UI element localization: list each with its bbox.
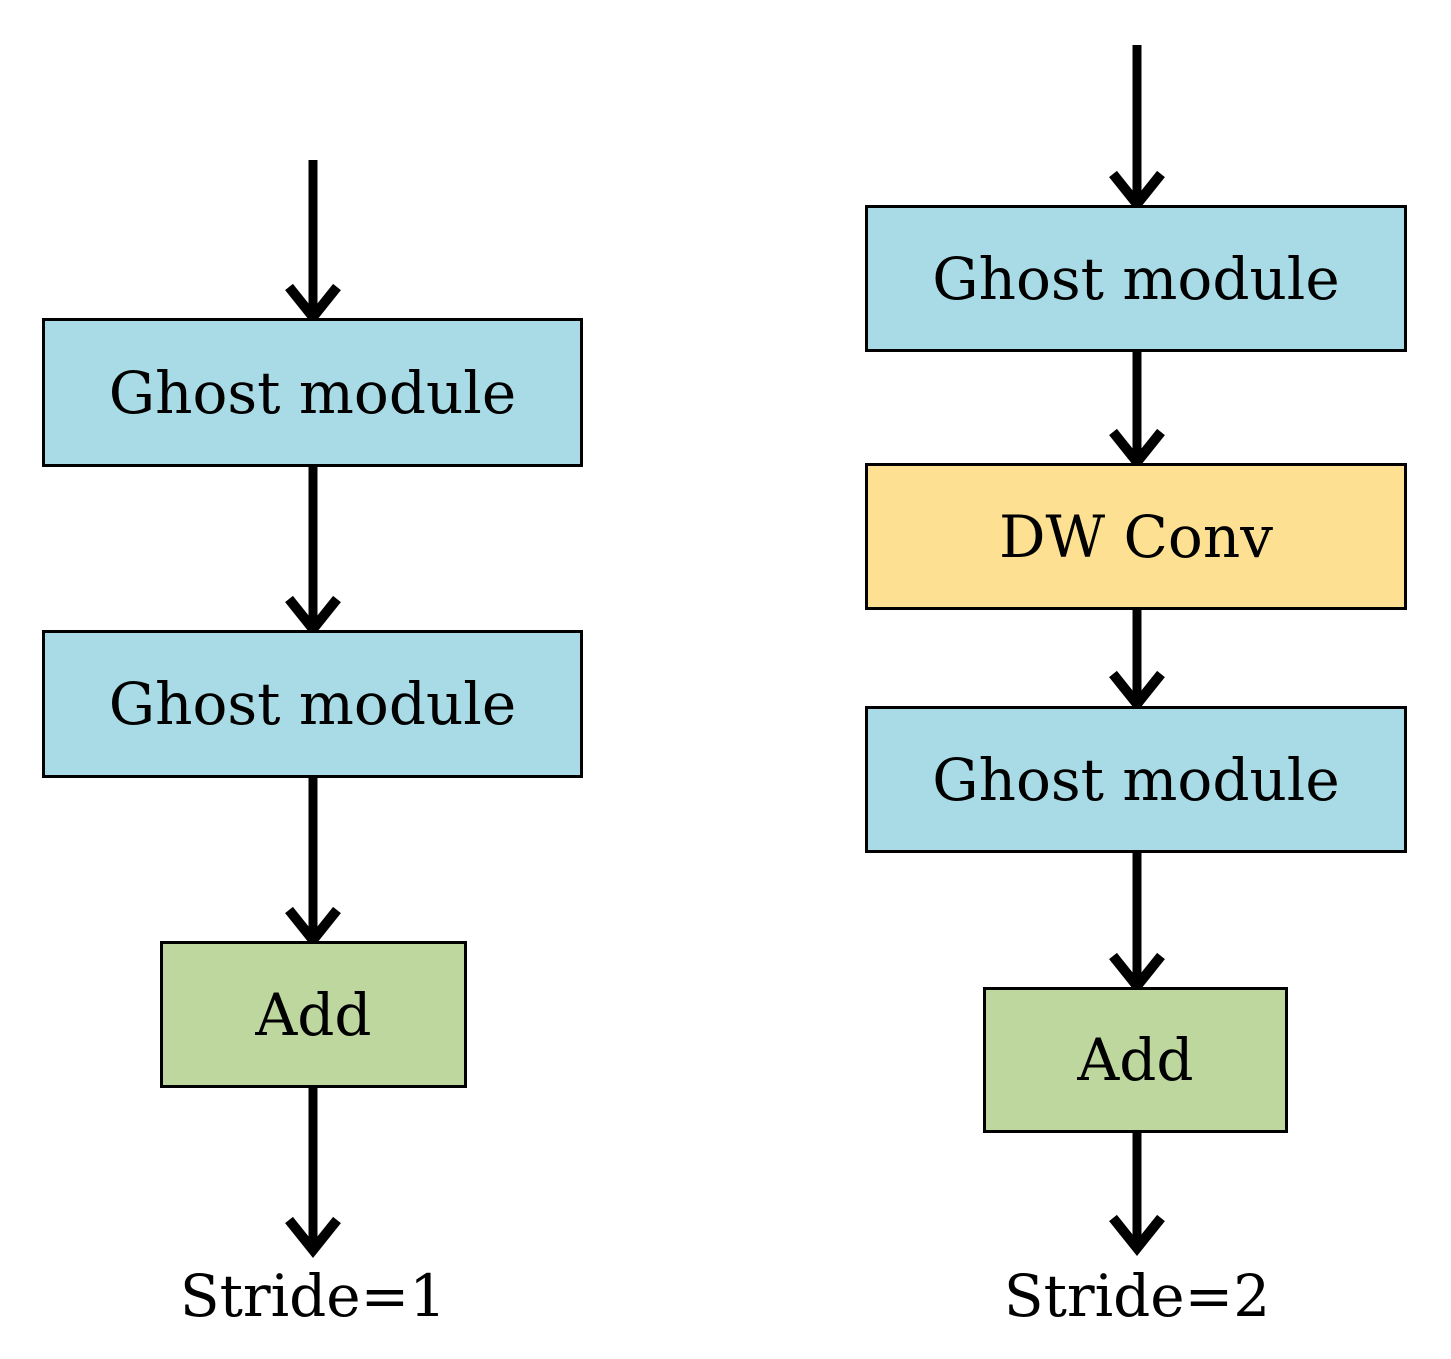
flow-arrow <box>1109 45 1165 213</box>
flow-arrow <box>285 466 341 638</box>
flow-arrow <box>1109 610 1165 713</box>
flow-arrow <box>1109 352 1165 471</box>
stride-caption-left: Stride=1 <box>179 1262 447 1330</box>
node-ghost-module-2-left: Ghost module <box>42 630 583 778</box>
stride-caption-right: Stride=2 <box>1003 1262 1271 1330</box>
flow-arrow <box>285 1088 341 1259</box>
flow-arrow <box>285 160 341 326</box>
node-ghost-module-1-right: Ghost module <box>865 205 1407 352</box>
node-add-right: Add <box>983 987 1288 1133</box>
node-dw-conv-right: DW Conv <box>865 463 1407 610</box>
flow-arrow <box>285 778 341 949</box>
node-ghost-module-1-left: Ghost module <box>42 318 583 467</box>
flow-arrow <box>1109 853 1165 995</box>
node-ghost-module-2-right: Ghost module <box>865 706 1407 853</box>
flow-arrow <box>1109 1133 1165 1257</box>
node-add-left: Add <box>160 941 467 1088</box>
